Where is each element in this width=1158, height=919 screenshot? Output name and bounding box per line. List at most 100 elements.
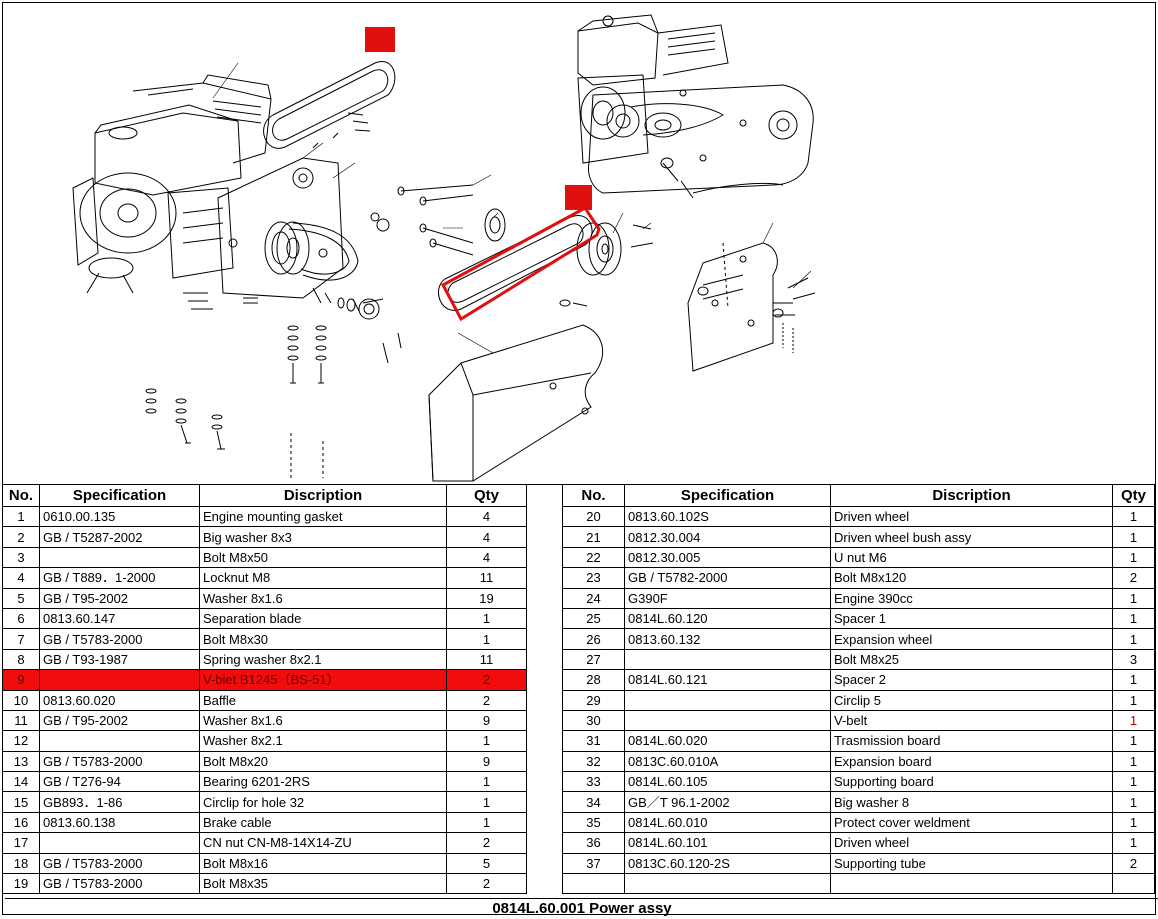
part-no: 10 xyxy=(2,689,40,711)
column-gap xyxy=(526,791,563,813)
part-spec xyxy=(624,648,831,671)
pulley-left xyxy=(264,221,359,281)
column-gap xyxy=(526,526,563,548)
part-spec: 0814L.60.120 xyxy=(624,607,831,630)
column-gap xyxy=(526,812,563,833)
part-spec: GB / T93-1987 xyxy=(39,648,200,671)
exploded-view-drawing xyxy=(72,14,816,482)
part-spec: 0813C.60.010A xyxy=(624,750,831,773)
part-spec: 0814L.60.020 xyxy=(624,730,831,752)
part-no: 7 xyxy=(2,628,40,650)
part-no: 3 xyxy=(2,546,40,569)
part-desc: Bolt M8x16 xyxy=(199,852,447,875)
part-desc: Locknut M8 xyxy=(199,567,447,589)
part-desc: V-biet B1245（BS-51） xyxy=(199,669,447,691)
part-no: 24 xyxy=(562,587,625,609)
part-desc: Engine mounting gasket xyxy=(199,505,447,528)
part-spec: GB893．1-86 xyxy=(39,791,200,813)
part-spec: GB / T5783-2000 xyxy=(39,750,200,773)
part-qty: 1 xyxy=(446,811,527,834)
part-qty: 1 xyxy=(1112,689,1155,711)
engine-right xyxy=(577,14,729,164)
part-spec: GB / T276-94 xyxy=(39,771,200,793)
part-no: 29 xyxy=(562,689,625,711)
part-qty: 1 xyxy=(1112,526,1155,548)
part-spec xyxy=(624,873,831,895)
part-qty: 2 xyxy=(446,689,527,711)
part-desc: Washer 8x1.6 xyxy=(199,587,447,609)
part-desc: Circlip 5 xyxy=(830,689,1113,711)
part-no: 15 xyxy=(2,791,40,813)
part-desc: Big washer 8x3 xyxy=(199,526,447,548)
engine-left xyxy=(72,74,272,294)
column-gap xyxy=(526,669,563,691)
header-no-right: No. xyxy=(562,484,625,507)
part-spec xyxy=(624,689,831,711)
part-qty: 1 xyxy=(446,771,527,793)
part-no: 20 xyxy=(562,505,625,528)
part-no: 31 xyxy=(562,730,625,752)
part-qty: 11 xyxy=(446,567,527,589)
part-qty: 11 xyxy=(446,648,527,671)
part-spec: 0813.60.132 xyxy=(624,628,831,650)
part-qty: 3 xyxy=(1112,648,1155,671)
leader-lines xyxy=(212,62,812,354)
part-desc: Expansion wheel xyxy=(830,628,1113,650)
part-no: 23 xyxy=(562,567,625,589)
part-spec: 0610.00.135 xyxy=(39,505,200,528)
part-desc: Driven wheel xyxy=(830,832,1113,854)
part-no: 30 xyxy=(562,709,625,732)
part-desc: Spring washer 8x2.1 xyxy=(199,648,447,671)
part-qty: 1 xyxy=(446,607,527,630)
part-qty: 2 xyxy=(446,832,527,854)
part-no: 32 xyxy=(562,750,625,773)
part-qty: 1 xyxy=(1112,505,1155,528)
column-gap xyxy=(526,730,563,752)
column-gap xyxy=(526,588,563,609)
part-qty: 1 xyxy=(1112,771,1155,793)
column-gap xyxy=(526,751,563,772)
part-spec: 0813.60.138 xyxy=(39,811,200,834)
part-desc: Bolt M8x20 xyxy=(199,750,447,773)
part-qty: 19 xyxy=(446,587,527,609)
part-qty: 9 xyxy=(446,750,527,773)
part-no: 36 xyxy=(562,832,625,854)
part-spec: GB / T5782-2000 xyxy=(624,567,831,589)
part-desc: Bolt M8x120 xyxy=(830,567,1113,589)
column-gap xyxy=(526,567,563,589)
part-no: 21 xyxy=(562,526,625,548)
part-no: 27 xyxy=(562,648,625,671)
part-desc: Separation blade xyxy=(199,607,447,630)
column-gap xyxy=(526,484,563,507)
part-no: 12 xyxy=(2,730,40,752)
part-spec xyxy=(39,669,200,691)
part-qty: 1 xyxy=(1112,669,1155,691)
part-desc: V-belt xyxy=(830,709,1113,732)
part-qty: 2 xyxy=(446,873,527,895)
part-spec: GB / T5783-2000 xyxy=(39,873,200,895)
column-gap xyxy=(526,628,563,650)
part-spec: GB / T5783-2000 xyxy=(39,852,200,875)
part-qty: 4 xyxy=(446,546,527,569)
lower-v-belt xyxy=(437,215,593,311)
part-no: 13 xyxy=(2,750,40,773)
expansion-wheel xyxy=(559,222,654,307)
part-no: 16 xyxy=(2,811,40,834)
part-no: 37 xyxy=(562,852,625,875)
part-qty: 1 xyxy=(1112,832,1155,854)
part-no: 26 xyxy=(562,628,625,650)
stacked-fasteners xyxy=(145,325,327,478)
part-spec: 0813.60.147 xyxy=(39,607,200,630)
transmission-board-right xyxy=(588,84,814,199)
